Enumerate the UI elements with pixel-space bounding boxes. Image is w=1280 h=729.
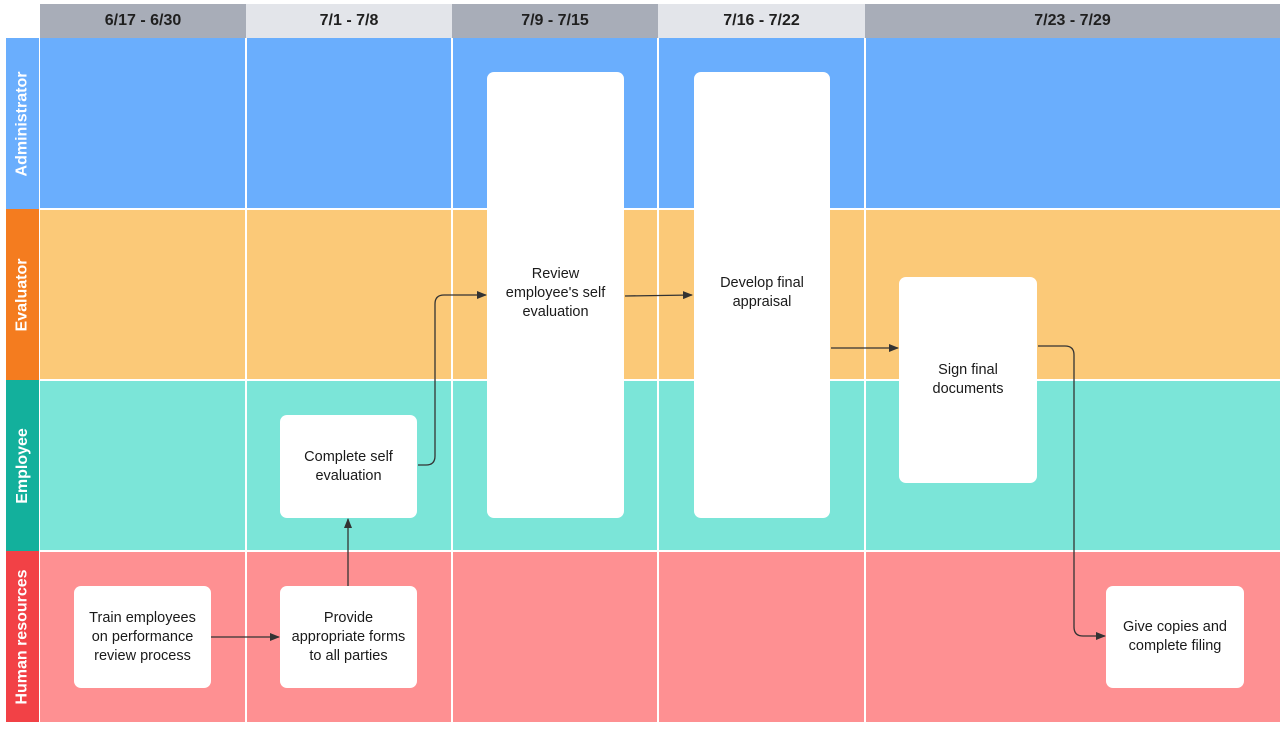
grid-line <box>40 379 1280 381</box>
step-develop-final-appraisal[interactable]: Develop final appraisal <box>694 72 830 518</box>
step-complete-self-evaluation[interactable]: Complete self evaluation <box>280 415 417 518</box>
lane-label-evaluator: Evaluator <box>6 209 39 380</box>
step-review-self-evaluation[interactable]: Review employee's self evaluation <box>487 72 624 518</box>
lane-human-resources <box>40 551 1280 722</box>
step-text: Sign final documents <box>932 362 1004 397</box>
step-provide-forms[interactable]: Provide appropriate forms to all parties <box>280 586 417 688</box>
step-text: Complete self evaluation <box>304 448 393 484</box>
column-header-2: 7/1 - 7/8 <box>246 4 452 38</box>
lane-label-administrator: Administrator <box>6 38 39 209</box>
column-header-3: 7/9 - 7/15 <box>452 4 658 38</box>
lane-administrator <box>40 38 1280 209</box>
step-text: Give copies and complete filing <box>1123 619 1227 654</box>
lane-label-text: Human resources <box>13 568 31 705</box>
step-train-employees[interactable]: Train employees on performance review pr… <box>74 586 211 688</box>
column-header-1: 6/17 - 6/30 <box>40 4 246 38</box>
step-text: Develop final appraisal <box>720 275 804 310</box>
column-header-4: 7/16 - 7/22 <box>658 4 865 38</box>
step-give-copies[interactable]: Give copies and complete filing <box>1106 586 1244 688</box>
grid-line <box>40 208 1280 210</box>
lane-label-human-resources: Human resources <box>6 551 39 722</box>
lane-label-text: Administrator <box>13 71 31 176</box>
lane-label-employee: Employee <box>6 380 39 551</box>
lane-employee <box>40 380 1280 551</box>
column-header-5: 7/23 - 7/29 <box>865 4 1280 38</box>
lane-label-text: Evaluator <box>13 258 31 331</box>
lane-label-text: Employee <box>13 427 31 504</box>
step-text: Review employee's self evaluation <box>505 266 606 320</box>
step-text: Provide appropriate forms to all parties <box>291 609 406 664</box>
lane-evaluator <box>40 209 1280 380</box>
step-sign-final-documents[interactable]: Sign final documents <box>899 277 1037 483</box>
grid-line <box>40 550 1280 552</box>
step-text: Train employees on performance review pr… <box>89 609 196 664</box>
